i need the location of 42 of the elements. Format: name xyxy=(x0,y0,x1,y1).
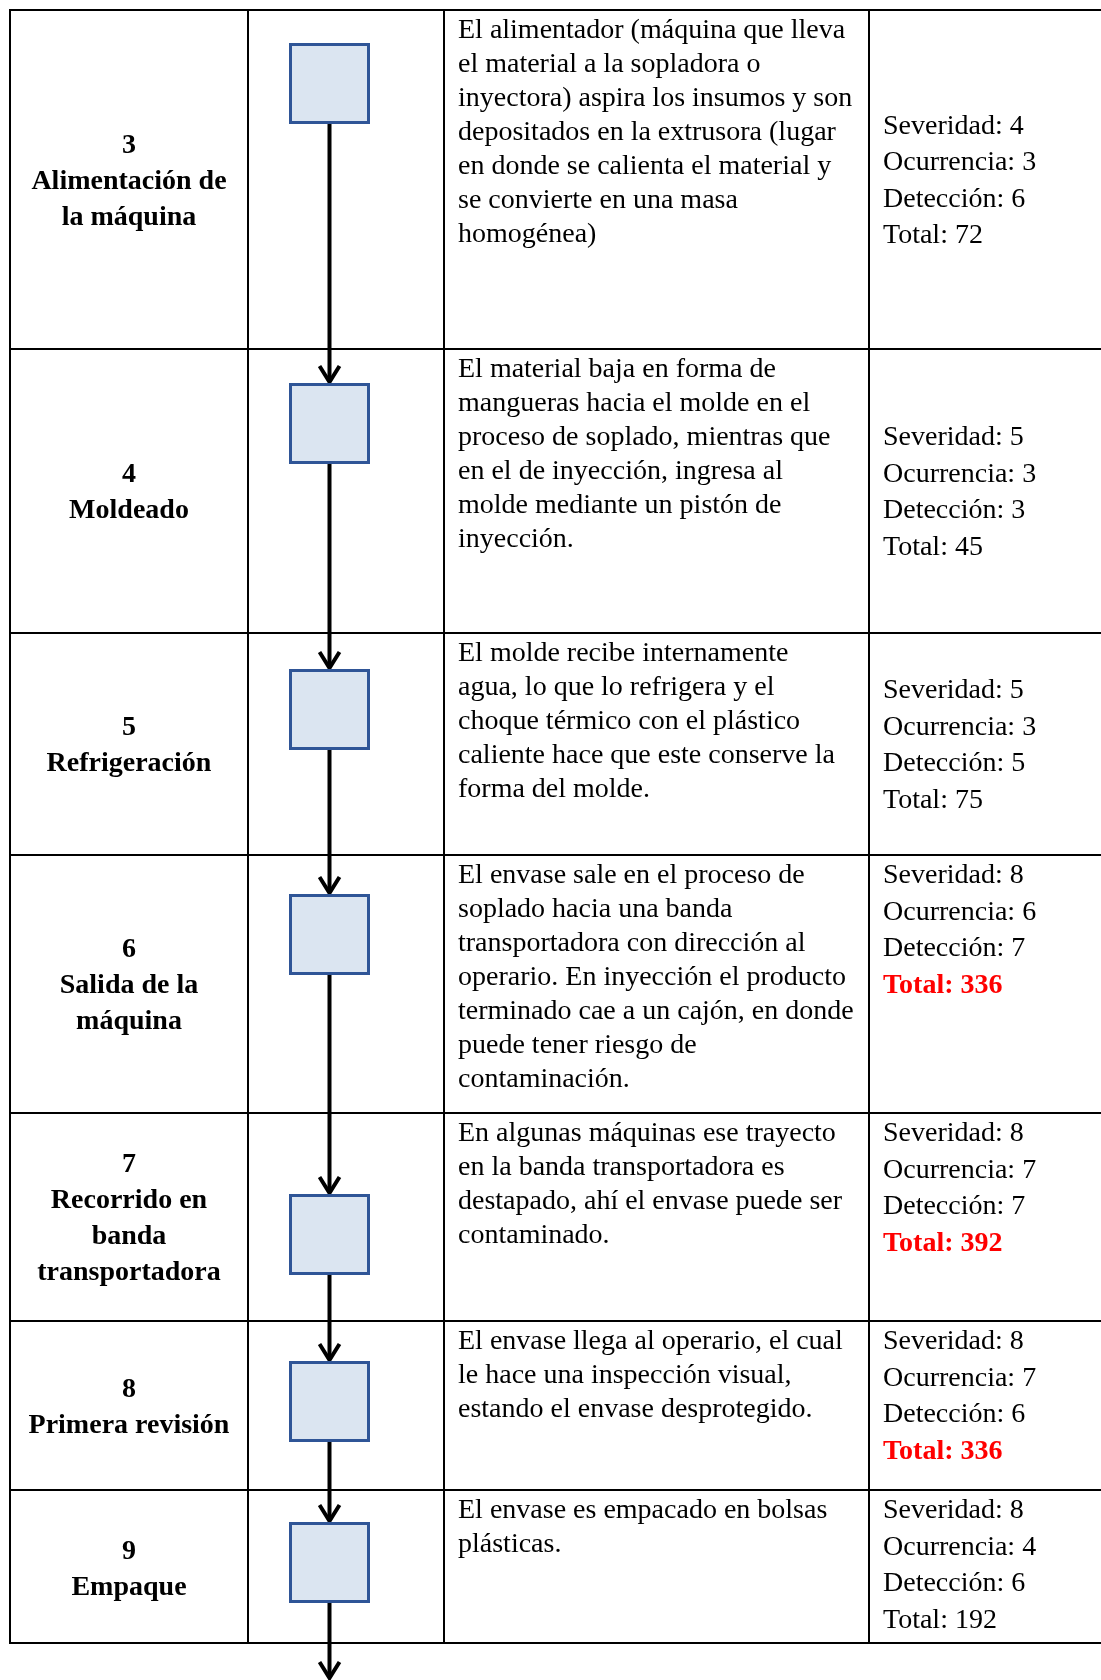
process-square xyxy=(289,383,370,464)
step-number: 3 xyxy=(122,126,136,161)
process-square xyxy=(289,669,370,750)
step-number: 7 xyxy=(122,1146,136,1180)
risk-scores: Severidad: 5 Ocurrencia: 3 Detección: 3 Total: 45 xyxy=(883,419,1038,563)
risk-scores: Severidad: 8 Ocurrencia: 6 Detección: 7 Total: 336 xyxy=(883,857,1038,1001)
step-name: Empaque xyxy=(71,1568,187,1603)
step-name: Recorrido en banda transportadora xyxy=(36,1182,222,1288)
step-name: Salida de la máquina xyxy=(58,967,200,1037)
step-description: El envase es empacado en bolsas plásticas. xyxy=(458,1493,828,1558)
step-description: El material baja en forma de mangueras hacia el molde en el proceso de soplado, mientras que en el de inyección, ingresa al molde mediante un pistón de inyección. xyxy=(458,352,831,553)
risk-scores: Severidad: 8 Ocurrencia: 7 Detección: 7 Total: 392 xyxy=(883,1115,1038,1259)
arrow xyxy=(317,124,342,384)
process-square xyxy=(289,894,370,975)
process-square xyxy=(289,1522,370,1603)
arrow xyxy=(317,750,342,895)
step-description: El molde recibe internamente agua, lo que lo refrigera y el choque térmico con el plástico caliente hace que este conserve la forma del molde. xyxy=(458,636,835,803)
risk-scores: Severidad: 8 Ocurrencia: 7 Detección: 6 Total: 336 xyxy=(883,1323,1038,1467)
step-name: Primera revisión xyxy=(28,1406,230,1441)
process-square xyxy=(289,1194,370,1275)
arrow xyxy=(317,1603,342,1680)
risk-scores: Severidad: 4 Ocurrencia: 3 Detección: 6 Total: 72 xyxy=(883,107,1038,251)
process-square xyxy=(289,43,370,124)
step-number: 6 xyxy=(122,931,136,965)
step-name: Refrigeración xyxy=(46,745,212,779)
step-number: 5 xyxy=(122,709,136,743)
step-description: El envase sale en el proceso de soplado hacia una banda transportadora con dirección al operario. En inyección el producto terminado cae a un cajón, en donde puede tener riesgo de contaminación. xyxy=(458,858,854,1093)
risk-scores: Severidad: 8 Ocurrencia: 4 Detección: 6 Total: 192 xyxy=(883,1492,1038,1636)
arrow xyxy=(317,975,342,1195)
step-description: En algunas máquinas ese trayecto en la banda transportadora es destapado, ahí el envase puede ser contaminado. xyxy=(458,1116,843,1249)
step-number: 4 xyxy=(122,456,136,490)
arrow xyxy=(317,1275,342,1362)
step-name: Alimentación de la máquina xyxy=(30,162,228,233)
risk-scores: Severidad: 5 Ocurrencia: 3 Detección: 5 Total: 75 xyxy=(883,672,1038,816)
arrow xyxy=(317,464,342,670)
arrow xyxy=(317,1442,342,1523)
step-description: El alimentador (máquina que lleva el material a la sopladora o inyectora) aspira los insumos y son depositados en la extrusora (lugar en donde se calienta el material y se convierte en una masa homogénea) xyxy=(458,13,853,248)
step-number: 9 xyxy=(122,1532,136,1567)
step-name: Moldeado xyxy=(69,492,189,526)
process-square xyxy=(289,1361,370,1442)
step-number: 8 xyxy=(122,1370,136,1405)
step-description: El envase llega al operario, el cual le hace una inspección visual, estando el envase desprotegido. xyxy=(458,1324,843,1423)
